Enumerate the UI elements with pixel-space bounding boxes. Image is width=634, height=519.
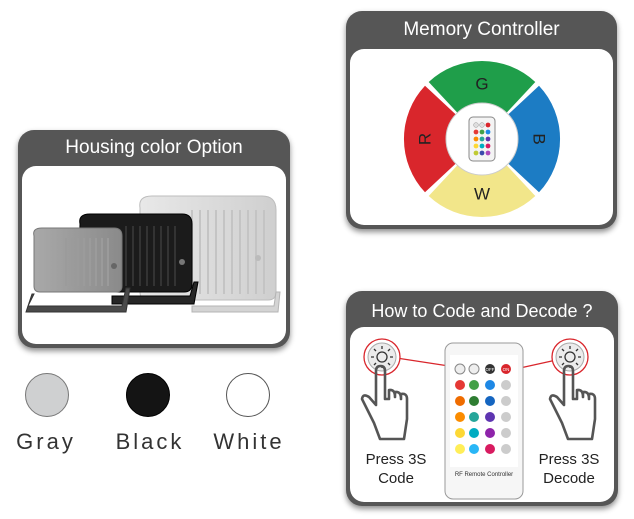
housing-panel-title: Housing color Option [65,137,243,158]
mini-remote-icon [468,116,496,162]
remote-color-buttons [455,380,511,454]
rf-remote-controller: OFF ON RF Remote Controller [444,342,524,500]
decode-panel-body: OFF ON RF Remote Controller [350,327,614,502]
segment-blue[interactable] [508,85,561,193]
color-memory-wheel: G B W R [403,60,561,218]
memory-controller-panel: Memory Controller [346,11,617,229]
segment-white[interactable] [428,165,536,218]
decode-panel-title: How to Code and Decode ? [371,301,593,321]
gray-floodlight [25,227,131,313]
swatch-label-black: Black [115,429,185,454]
swatch-black[interactable] [126,373,170,417]
housing-panel-body [22,166,286,344]
memory-panel-title: Memory Controller [403,19,560,40]
segment-green[interactable] [428,60,536,113]
swatch-label-white: White [213,429,285,454]
code-instruction-line1: Press 3S [365,451,427,468]
remote-caption: RF Remote Controller [455,472,513,478]
code-decode-illustration: OFF ON RF Remote Controller [360,338,597,500]
code-button-icon[interactable] [363,338,401,376]
code-decode-panel: How to Code and Decode ? [346,291,618,506]
segment-label-r: R [415,133,434,145]
decode-button-icon[interactable] [551,338,589,376]
swatch-label-gray: Gray [16,429,76,454]
remote-off-label: OFF [486,367,495,372]
decode-instruction-line1: Press 3S [538,451,600,468]
segment-label-w: W [474,184,490,203]
segment-label-g: G [475,74,488,93]
code-instruction-line2: Code [378,470,414,487]
remote-on-label: ON [503,367,510,372]
floodlight-product-image [25,195,281,313]
segment-label-b: B [530,133,549,144]
pressing-hand-icon-left [360,364,409,441]
swatch-gray[interactable] [25,373,69,417]
housing-color-panel: Housing color Option [18,130,290,348]
pressing-hand-icon-right [548,364,597,441]
memory-panel-body: G B W R [350,49,613,225]
decode-instruction-line2: Decode [543,470,595,487]
segment-red[interactable] [403,85,456,193]
swatch-white[interactable] [226,373,270,417]
